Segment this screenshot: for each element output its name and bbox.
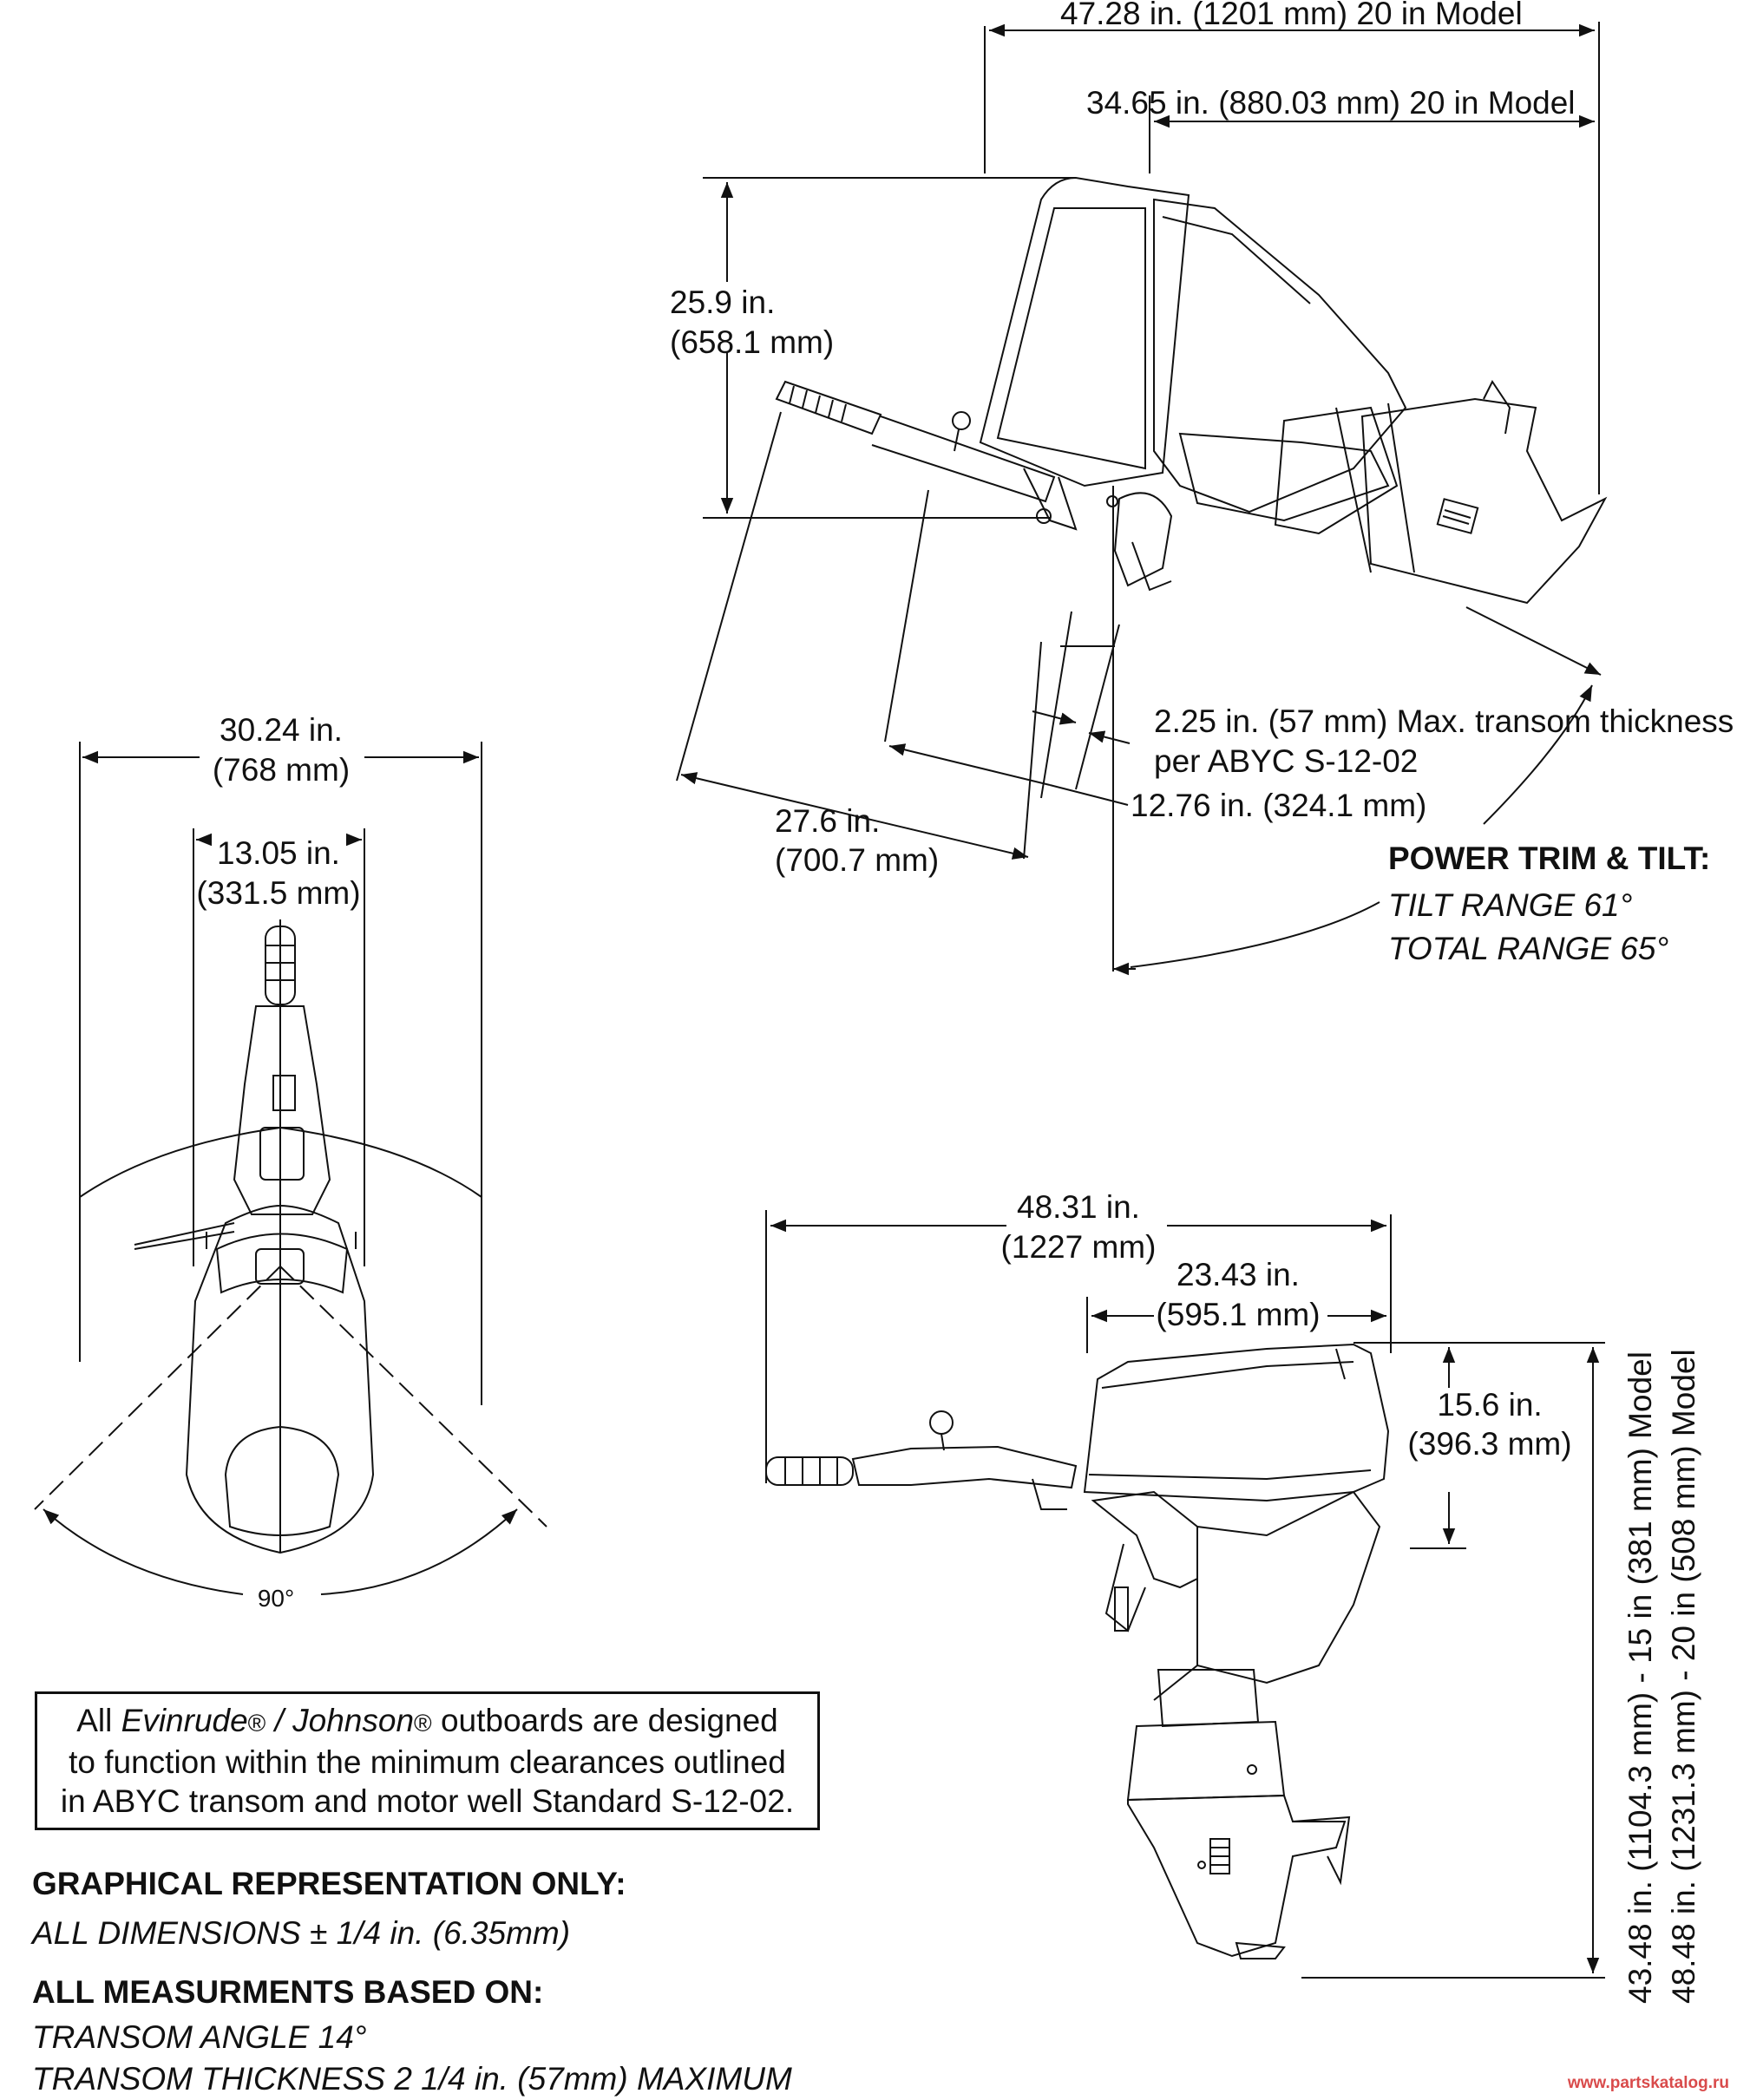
clearance-2-inch-label: 27.6 in. bbox=[775, 803, 881, 839]
head-width-inch-label: 23.43 in. bbox=[1176, 1257, 1300, 1292]
length-20in-label: 34.65 in. (880.03 mm) 20 in Model bbox=[1086, 85, 1576, 121]
transom-thickness-note: TRANSOM THICKNESS 2 1/4 in. (57mm) MAXIM… bbox=[32, 2061, 792, 2097]
height-15in-label: 43.48 in. (1104.3 mm) - 15 in (381 mm) M… bbox=[1622, 1351, 1658, 2004]
cowl-height-mm-label: (396.3 mm) bbox=[1407, 1426, 1572, 1462]
watermark: www.partskatalog.ru bbox=[1567, 2074, 1729, 2092]
brand-separator: / bbox=[265, 1703, 293, 1738]
notice-prefix: All bbox=[76, 1703, 121, 1738]
total-range-label: TOTAL RANGE 65° bbox=[1388, 931, 1669, 966]
overall-width-mm-label: (1227 mm) bbox=[1000, 1229, 1157, 1265]
top-view-outboard bbox=[34, 742, 547, 1595]
height-mm-label: (658.1 mm) bbox=[670, 324, 835, 360]
cowl-height-inch-label: 15.6 in. bbox=[1437, 1387, 1543, 1423]
head-width-mm-label: (595.1 mm) bbox=[1156, 1297, 1321, 1332]
inner-width-inch-label: 13.05 in. bbox=[217, 835, 340, 871]
overall-width-inch-label: 48.31 in. bbox=[1017, 1189, 1140, 1225]
power-trim-title: POWER TRIM & TILT: bbox=[1388, 841, 1711, 876]
overall-length-label: 47.28 in. (1201 mm) 20 in Model bbox=[1060, 0, 1523, 31]
side-view-outboard bbox=[676, 22, 1608, 976]
notice-line-1: All Evinrude® / Johnson® outboards are d… bbox=[46, 1701, 809, 1743]
dimensions-tolerance: ALL DIMENSIONS ± 1/4 in. (6.35mm) bbox=[32, 1915, 571, 1951]
sweep-angle-label: 90° bbox=[257, 1585, 295, 1612]
tilt-range-label: TILT RANGE 61° bbox=[1388, 887, 1633, 923]
height-inch-label: 25.9 in. bbox=[670, 285, 776, 320]
registered-mark: ® bbox=[414, 1710, 432, 1737]
measurements-heading: ALL MEASURMENTS BASED ON: bbox=[32, 1974, 544, 2010]
inner-width-mm-label: (331.5 mm) bbox=[196, 875, 361, 911]
notice-suffix: outboards are designed bbox=[431, 1703, 778, 1738]
clearance-2-mm-label: (700.7 mm) bbox=[775, 842, 940, 878]
clearance-notice: All Evinrude® / Johnson® outboards are d… bbox=[35, 1691, 820, 1830]
notice-line-2: to function within the minimum clearance… bbox=[69, 1744, 786, 1780]
brand-johnson: Johnson bbox=[292, 1703, 415, 1738]
registered-mark: ® bbox=[247, 1710, 266, 1737]
transom-angle-note: TRANSOM ANGLE 14° bbox=[32, 2019, 367, 2055]
transom-standard-label: per ABYC S-12-02 bbox=[1154, 743, 1419, 779]
side-view-outboard-lower bbox=[765, 1210, 1605, 1979]
width-mm-label: (768 mm) bbox=[212, 752, 351, 788]
brand-evinrude: Evinrude bbox=[121, 1703, 248, 1738]
notice-line-3: in ABYC transom and motor well Standard … bbox=[60, 1783, 795, 1819]
clearance-1-label: 12.76 in. (324.1 mm) bbox=[1131, 788, 1427, 823]
graphical-heading: GRAPHICAL REPRESENTATION ONLY: bbox=[32, 1866, 626, 1901]
height-20in-label: 48.48 in. (1231.3 mm) - 20 in (508 mm) M… bbox=[1666, 1349, 1701, 2004]
width-inch-label: 30.24 in. bbox=[220, 712, 343, 748]
transom-thickness-label: 2.25 in. (57 mm) Max. transom thickness bbox=[1154, 703, 1734, 739]
